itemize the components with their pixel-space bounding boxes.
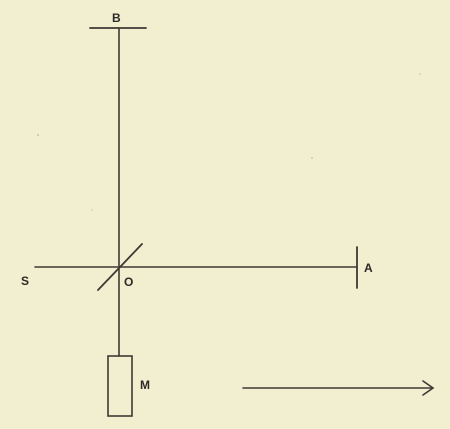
label-m: M <box>140 378 150 392</box>
telescope-m <box>107 355 133 417</box>
beam-splitter-plate <box>97 243 143 291</box>
label-b: B <box>112 11 121 25</box>
paper-specks <box>37 73 421 211</box>
motion-arrow <box>242 380 435 396</box>
label-s: S <box>21 274 29 288</box>
label-o: O <box>124 275 133 289</box>
arrow-head <box>422 380 435 396</box>
label-a: A <box>364 261 373 275</box>
